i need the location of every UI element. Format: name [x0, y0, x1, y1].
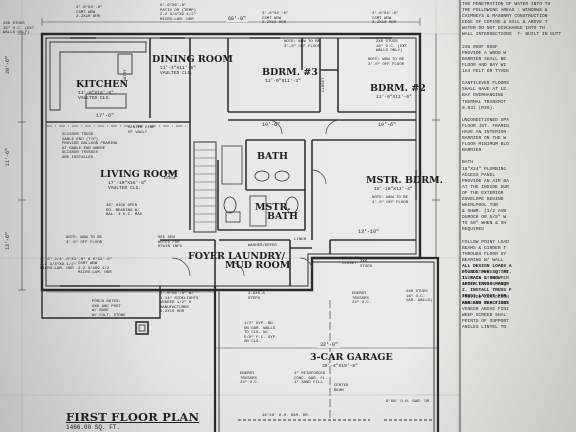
- note-garage-gypsum: 1/2" GYP. BD. ON GAR. WALLS TO CLG. W/ 5…: [244, 322, 278, 345]
- room-garage: 3-CAR GARAGE: [310, 352, 393, 363]
- note-porch: PORCH NOTES: 6X6 ANC POST W/ BASE W/ CUL…: [92, 300, 126, 318]
- dim-garage-width: 32'-0": [318, 342, 341, 348]
- note-entry-door: 3'-0"X6'-8" W/ 1-14" SIDELIGHTS VENEER 1…: [160, 292, 199, 315]
- note-window-bdrm2: 3'-6"X4'-0" CSMT WDW 2-2X10 HDR: [372, 12, 399, 26]
- room-mstr-bath-line2: BATH: [267, 211, 298, 222]
- porch: [41, 286, 161, 335]
- note-plant-ledge: PLANT LEDGE: [164, 172, 177, 181]
- room-dining: DINING ROOM: [152, 54, 233, 65]
- design-load-notes: ALL DESIGN LOADS A POUNDS PER SQ. FT. 1.…: [462, 264, 512, 306]
- bath-fixtures: [221, 145, 299, 227]
- note-garage-studs: 2X6 STUDS 16" O.C. GAR. WALLS): [406, 290, 433, 304]
- living-dims: 17'-10"X16'-8" VAULTED CLG.: [108, 181, 147, 192]
- note-laundry-door: 2-6X6-8 STEPS: [248, 292, 265, 301]
- room-foyer: FOYER: [188, 251, 225, 262]
- note-window-bdrm3: 3'-6"X4'-0" CSMT WDW 2-2X10 HDR: [262, 12, 289, 26]
- dim-overall-width: 60'-0": [226, 16, 249, 22]
- plan-area: 1466.00 SQ. FT.: [66, 424, 121, 431]
- bdrm-2-dims: 11'-0"X11'-6": [376, 95, 412, 100]
- note-bdrm2-window-height: NOTE: WDW TO BE 3'-0" OFF FLOOR: [368, 58, 405, 67]
- walk-in-closet-label: WALK-IN CLOSET: [342, 257, 359, 266]
- note-patio-door: 6'-0"X6'-8" PATIO DR (TEMP) 2-2 3/4"X9 1…: [160, 4, 197, 22]
- dining-dims: 11'-4"X11'-0" VAULTED CLG.: [160, 66, 196, 77]
- mstr-bdrm-dims: 15'-10"X13'-4": [374, 187, 413, 192]
- windows: [60, 33, 421, 291]
- note-top-left-window: 3'-6"X3'-6" CSMT WDW 2-2X10 HDR: [76, 6, 103, 20]
- note-scissor-truss: SCISSOR TRUSS GABLE END (TYP) PROVIDE BA…: [62, 133, 118, 160]
- note-studs-left: 2X6 STUDS 16" O.C. (EXT WALLS ONLY): [3, 22, 35, 36]
- note-cased-opening: 2'-0" 2/4'-0"X3'-0" & 0"X3'-0" 2-2 3/4"X…: [40, 258, 113, 272]
- note-garage-door-9: 9'X8' O.H. GAR. DR.: [386, 400, 432, 404]
- note-center-beam: CENTER BEAM: [334, 384, 349, 393]
- room-bdrm-3: BDRM. #3: [262, 67, 318, 78]
- interior-walls: [46, 38, 416, 286]
- dim-kitchen-depth: 17'-6": [96, 113, 115, 119]
- room-laundry-line2: MUD ROOM: [225, 260, 291, 271]
- room-kitchen: KITCHEN: [76, 79, 129, 90]
- note-energy-trusses-2: ENERGY TRUSSES 24" O.C.: [352, 292, 372, 306]
- note-garage-slab: 4" REINFORCED CONC. GAR. FL. 4" SAND FIL…: [294, 372, 328, 386]
- dim-mstr-depth: 13'-10": [358, 229, 380, 235]
- room-living: LIVING ROOM: [100, 169, 179, 180]
- note-rail: 36" HIGH OPEN RD. BEARING W/ BAL. 4 O.C.…: [106, 204, 143, 218]
- dim-left-2: 11'-6": [5, 147, 11, 166]
- room-laundry-line1: LAUNDRY/: [228, 251, 286, 262]
- stair-treads: [194, 149, 216, 223]
- note-stair-info: SEE GEN NOTED FOR STAIR INFO: [158, 236, 183, 250]
- garage-walls: [213, 256, 440, 432]
- note-washer-dryer: WASHER/DRYER: [248, 244, 277, 248]
- note-bdrm3-window-height: NOTE: WDW TO BE 3'-0" OFF FLOOR: [284, 40, 321, 49]
- garage-dims: 30'-4"X19'-8": [322, 364, 358, 369]
- dim-hall-a: 10'-6": [262, 122, 281, 128]
- note-energy-trusses: ENERGY TRUSSES 24" O.C.: [240, 372, 260, 386]
- note-living-window-height: NOTE: WDW TO BE 3'-0" OFF FLOOR: [66, 236, 103, 245]
- note-mstr-window-height: NOTE: WDW TO BE 3'-0" OFF FLOOR: [372, 196, 409, 205]
- bdrm-3-dims: 11'-0"X11'-3": [265, 79, 301, 84]
- room-mstr-bdrm: MSTR. BDRM.: [366, 175, 443, 186]
- closet-label: CLOSET: [322, 77, 326, 92]
- kitchen-dims: 11'-6"X18'-6" VAULTED CLG.: [78, 91, 114, 102]
- door-swings: [171, 119, 341, 277]
- kitchen-counters: [49, 41, 147, 111]
- dim-left-3: 13'-6": [5, 231, 11, 250]
- room-mstr-bath-line1: MSTR.: [255, 202, 291, 213]
- linen-label: LINEN: [294, 238, 307, 242]
- note-studs-mid: 2X6 STUDS: [360, 260, 373, 269]
- note-garage-door-16: 16'X8' O.H. GAR. DR.: [262, 414, 311, 418]
- plan-title: FIRST FLOOR PLAN: [66, 410, 200, 424]
- general-notes: THE PENETRATION OF WATER INTO TH THE FOL…: [462, 2, 562, 330]
- pantry-label: PANTRY: [124, 69, 128, 84]
- dim-hall-b: 10'-6": [378, 122, 397, 128]
- note-csmt-window: CSMT WDW 2-2 3/4X9 1/2 MICRO-LAM. HDR: [78, 262, 112, 276]
- room-bath: BATH: [257, 151, 288, 162]
- room-bdrm-2: BDRM. #2: [370, 83, 426, 94]
- note-center-line: CENTER LINE OF VAULT: [128, 126, 155, 135]
- dim-left-1: 20'-6": [5, 55, 11, 74]
- note-studs-right: 2X6 STUDS 16" O.C. (EXT WALLS ONLY): [376, 40, 408, 54]
- dimension-lines: [18, 18, 440, 349]
